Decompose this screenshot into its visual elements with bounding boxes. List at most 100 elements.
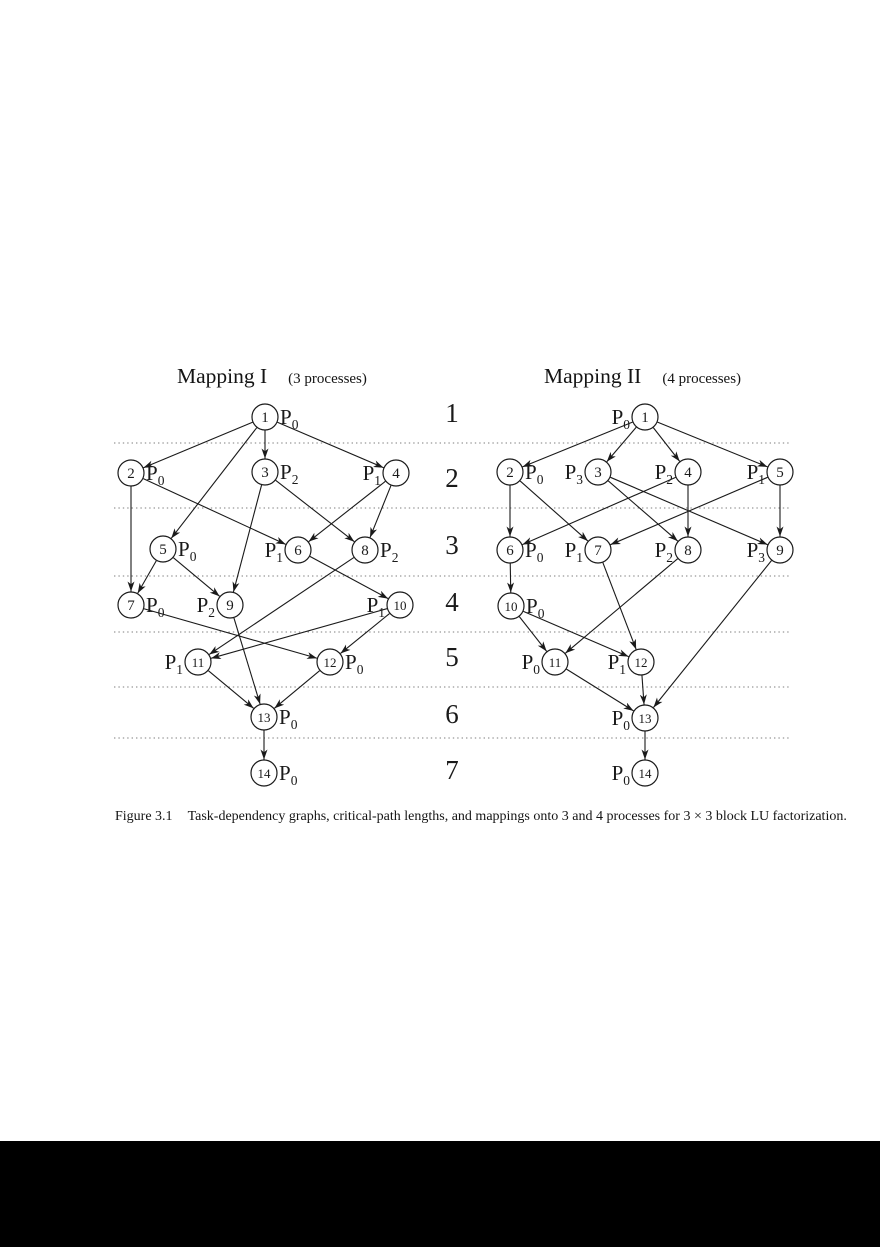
task-node-circle-11 — [541, 648, 569, 676]
mapping-ii-title: Mapping II (4 processes) — [544, 364, 741, 389]
task-node-mapping-ii-7: 7 P1 — [565, 536, 612, 565]
task-node-number-13: 13 — [258, 710, 271, 725]
task-node-circle-8 — [351, 536, 379, 564]
task-node-number-5: 5 — [159, 542, 167, 558]
task-node-number-8: 8 — [361, 543, 369, 559]
task-node-circle-2 — [117, 459, 145, 487]
proc-label-mapping-i-9: P2 — [197, 593, 215, 620]
task-node-number-5: 5 — [776, 465, 784, 481]
proc-label-mapping-ii-2: P0 — [525, 460, 544, 487]
task-node-circle-1 — [631, 403, 659, 431]
proc-label-mapping-ii-9: P3 — [747, 538, 766, 565]
proc-label-mapping-ii-6: P0 — [525, 538, 544, 565]
task-node-number-4: 4 — [684, 465, 692, 481]
dependency-edge-3-9 — [232, 484, 263, 593]
task-node-circle-9 — [766, 536, 794, 564]
task-node-number-7: 7 — [127, 598, 135, 614]
mapping-i-title: Mapping I (3 processes) — [177, 364, 367, 389]
task-node-mapping-i-2: 2 P0 — [117, 459, 165, 488]
proc-label-mapping-ii-3: P3 — [565, 460, 584, 487]
task-node-circle-1 — [251, 403, 279, 431]
mapping-ii-title-text: Mapping II — [544, 364, 642, 388]
task-node-mapping-ii-9: 9 P3 — [747, 536, 794, 565]
task-node-number-12: 12 — [324, 655, 337, 670]
dependency-edge-2-7 — [519, 480, 589, 542]
task-node-mapping-i-3: 3 P2 — [251, 458, 298, 487]
dependency-edge-4-6 — [522, 476, 676, 546]
dependency-edge-4-8 — [369, 485, 392, 538]
proc-label-mapping-i-2: P0 — [146, 461, 165, 488]
dependency-edge-1-5 — [170, 427, 258, 539]
task-node-circle-12 — [627, 648, 655, 676]
proc-label-mapping-i-7: P0 — [146, 593, 165, 620]
proc-label-mapping-ii-4: P2 — [655, 460, 673, 487]
proc-label-mapping-ii-13: P0 — [612, 706, 631, 733]
dependency-edge-6-10 — [309, 555, 389, 600]
dependency-edge-1-5 — [657, 421, 768, 468]
task-node-number-10: 10 — [505, 599, 518, 614]
task-node-number-6: 6 — [506, 543, 514, 559]
task-node-number-7: 7 — [594, 543, 602, 559]
dependency-edge-5-9 — [173, 557, 220, 597]
dependency-edge-9-13 — [233, 617, 261, 705]
mapping-i-title-text: Mapping I — [177, 364, 268, 388]
task-node-circle-3 — [584, 458, 612, 486]
figure-caption-label: Figure 3.1 — [115, 809, 173, 824]
task-node-mapping-ii-4: 4 P2 — [655, 458, 702, 487]
task-node-number-3: 3 — [261, 465, 269, 481]
dependency-edge-12-13 — [274, 670, 320, 709]
dependency-edge-3-8 — [607, 480, 679, 542]
dependency-edge-1-4 — [652, 427, 681, 462]
task-node-number-3: 3 — [594, 465, 602, 481]
level-number-2: 2 — [445, 463, 459, 493]
task-node-circle-4 — [382, 459, 410, 487]
task-node-circle-7 — [117, 591, 145, 619]
task-node-circle-10 — [386, 591, 414, 619]
task-node-circle-4 — [674, 458, 702, 486]
task-node-circle-14 — [250, 759, 278, 787]
proc-label-mapping-i-14: P0 — [279, 761, 298, 788]
task-node-circle-11 — [184, 648, 212, 676]
proc-label-mapping-ii-12: P1 — [608, 650, 626, 677]
dependency-edge-1-2 — [143, 421, 253, 469]
proc-label-mapping-i-11: P1 — [165, 650, 183, 677]
task-node-number-6: 6 — [294, 543, 302, 559]
task-node-number-12: 12 — [635, 655, 648, 670]
proc-label-mapping-ii-5: P1 — [747, 460, 765, 487]
dependency-edge-6-10 — [507, 563, 515, 593]
task-node-mapping-ii-2: 2 P0 — [496, 458, 544, 487]
level-number-4: 4 — [445, 587, 459, 617]
task-node-number-14: 14 — [258, 766, 272, 781]
dependency-edge-3-8 — [275, 479, 355, 543]
dependency-edge-8-11 — [564, 558, 679, 654]
task-node-number-2: 2 — [127, 466, 135, 482]
level-number-5: 5 — [445, 642, 459, 672]
proc-label-mapping-i-3: P2 — [280, 460, 298, 487]
task-node-mapping-ii-8: 8P2 — [655, 536, 702, 565]
level-number-7: 7 — [445, 755, 459, 785]
proc-label-mapping-ii-7: P1 — [565, 538, 583, 565]
task-node-circle-10 — [497, 592, 525, 620]
task-node-number-9: 9 — [776, 543, 784, 559]
task-node-circle-12 — [316, 648, 344, 676]
task-node-circle-9 — [216, 591, 244, 619]
task-node-mapping-i-9: 9P2 — [197, 591, 244, 620]
proc-label-mapping-i-4: P1 — [363, 461, 381, 488]
task-node-mapping-i-4: 4P1 — [363, 459, 410, 488]
dependency-edge-11-13 — [566, 668, 634, 712]
dependency-edge-10-11 — [210, 608, 388, 659]
task-node-number-2: 2 — [506, 465, 514, 481]
dependency-edge-1-2 — [522, 421, 633, 468]
dependency-edge-5-7 — [137, 560, 157, 594]
dependency-edge-5-7 — [610, 476, 768, 546]
task-node-number-1: 1 — [261, 410, 269, 426]
